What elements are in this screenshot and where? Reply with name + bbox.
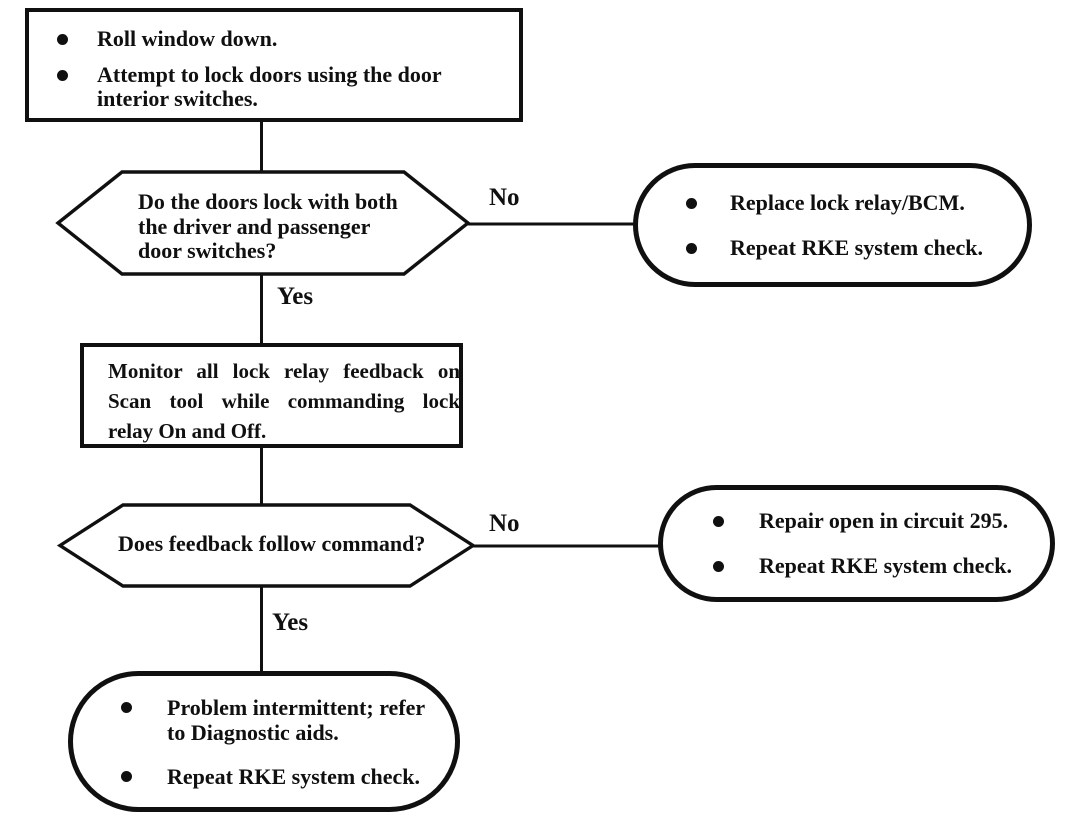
bullet-icon [121, 770, 132, 782]
decision1-line-1: Do the doors lock with both [138, 189, 398, 214]
monitor-feedback-box: Monitor all lock relay feedback on Scan … [80, 343, 463, 448]
bullet-icon [121, 701, 132, 713]
decision2-line-1: Does feedback follow command? [118, 531, 426, 556]
process1-line-2: Scan tool while commanding lock [108, 389, 460, 413]
bullet-icon [57, 70, 68, 81]
start-bullet-1: Roll window down. [29, 27, 519, 51]
decision2-text: Does feedback follow command? [118, 531, 426, 557]
start-box: Roll window down. Attempt to lock doors … [25, 8, 523, 122]
process1-line-1: Monitor all lock relay feedback on [108, 359, 460, 383]
action1-bullet-1-line: Replace lock relay/BCM. [730, 189, 965, 215]
decision1-text: Do the doors lock with both the driver a… [138, 189, 398, 264]
action-repair-circuit-box: Repair open in circuit 295. Repeat RKE s… [658, 485, 1055, 602]
start-bullet-2-line-1: Attempt to lock doors using the door [97, 62, 442, 87]
action3-bullet-2-line: Repeat RKE system check. [167, 763, 420, 789]
decision1-yes-label: Yes [277, 283, 314, 310]
decision2-yes-label: Yes [272, 609, 309, 636]
start-bullet-2: Attempt to lock doors using the door int… [29, 63, 519, 111]
action2-bullet-2: Repeat RKE system check. [663, 554, 1050, 578]
action1-bullet-1: Replace lock relay/BCM. [638, 189, 1027, 215]
action3-bullet-1-line-2: to Diagnostic aids. [167, 719, 339, 745]
process1-line-3: relay On and Off. [108, 419, 267, 443]
bullet-icon [686, 242, 697, 254]
action-replace-relay-box: Replace lock relay/BCM. Repeat RKE syste… [633, 163, 1032, 287]
action2-bullet-1: Repair open in circuit 295. [663, 509, 1050, 533]
start-bullet-1-line-1: Roll window down. [97, 26, 278, 51]
action3-bullet-1: Problem intermittent; refer to Diagnosti… [73, 695, 455, 745]
bullet-icon [713, 561, 724, 572]
action3-bullet-2: Repeat RKE system check. [73, 764, 455, 789]
action2-bullet-2-line: Repeat RKE system check. [759, 553, 1012, 578]
bullet-icon [686, 197, 697, 209]
decision1-no-label: No [489, 184, 520, 211]
action2-bullet-1-line: Repair open in circuit 295. [759, 508, 1009, 533]
start-bullet-2-line-2: interior switches. [97, 86, 258, 111]
decision1-line-3: door switches? [138, 238, 277, 263]
bullet-icon [713, 516, 724, 527]
decision2-no-label: No [489, 510, 520, 537]
action1-bullet-2: Repeat RKE system check. [638, 234, 1027, 260]
action-intermittent-box: Problem intermittent; refer to Diagnosti… [68, 671, 460, 812]
action3-bullet-1-line-1: Problem intermittent; refer [167, 694, 426, 720]
bullet-icon [57, 34, 68, 45]
decision1-line-2: the driver and passenger [138, 213, 371, 239]
action1-bullet-2-line: Repeat RKE system check. [730, 234, 983, 260]
